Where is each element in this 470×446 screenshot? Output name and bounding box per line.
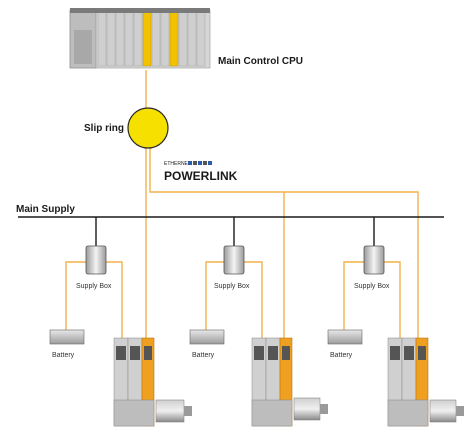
- servo-motor-2: [293, 397, 328, 421]
- battery-3: [327, 329, 363, 345]
- slip-ring: [127, 107, 169, 149]
- slip-ring-label: Slip ring: [84, 123, 124, 134]
- powerlink-big-text: POWERLINK: [164, 169, 238, 183]
- supply1-to-battery-cable: [65, 261, 86, 330]
- main-supply-label: Main Supply: [16, 204, 75, 215]
- battery-1: [49, 329, 85, 345]
- supply3-to-battery-cable: [343, 261, 364, 330]
- powerlink-small-text: ETHERNET: [164, 161, 191, 167]
- servo-drive-1: [113, 337, 155, 427]
- supply2-to-battery-cable: [205, 261, 224, 330]
- battery-3-label: Battery: [330, 352, 353, 359]
- axis-1: Supply Box Battery: [49, 245, 192, 427]
- servo-drive-3: [387, 337, 429, 427]
- battery-1-label: Battery: [52, 352, 75, 359]
- supply-box-1-label: Supply Box: [76, 283, 112, 290]
- axis-3: Supply Box Battery: [327, 245, 464, 427]
- supply-box-2: [223, 245, 245, 275]
- main-control-cpu: [69, 8, 211, 69]
- servo-drive-2: [251, 337, 293, 427]
- supply-box-3-label: Supply Box: [354, 283, 390, 290]
- battery-2: [189, 329, 225, 345]
- supply-box-2-label: Supply Box: [214, 283, 250, 290]
- servo-motor-3: [429, 399, 464, 423]
- supply2-to-drive-cable: [244, 261, 263, 338]
- supply3-to-drive-cable: [384, 261, 401, 338]
- supply1-to-drive-cable: [106, 261, 123, 338]
- axis-2: Supply Box Battery: [189, 245, 328, 427]
- cpu-label: Main Control CPU: [218, 56, 303, 67]
- supply-box-1: [85, 245, 107, 275]
- powerlink-logo: ETHERNET POWERLINK: [164, 161, 238, 183]
- servo-motor-1: [155, 399, 192, 423]
- supply-box-3: [363, 245, 385, 275]
- battery-2-label: Battery: [192, 352, 215, 359]
